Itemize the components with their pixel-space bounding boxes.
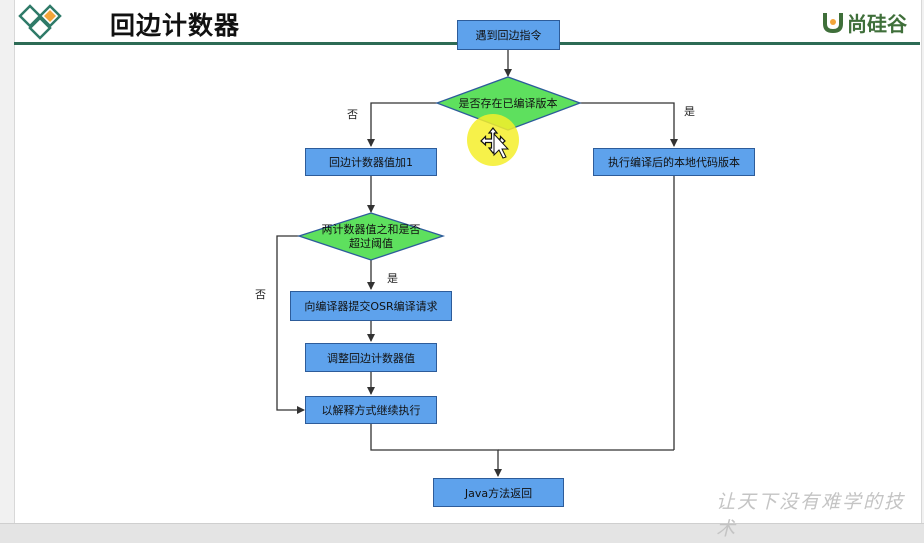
arrow-no-to-increment (367, 102, 437, 147)
decision-compiled-text: 是否存在已编译版本 (459, 96, 558, 110)
start-box: 遇到回边指令 (457, 20, 560, 50)
branch-label-yes-2: 是 (387, 272, 398, 285)
branch-label-yes-1: 是 (684, 105, 695, 118)
arrow-interpret-to-return (370, 424, 502, 477)
watermark-slogan: 让天下没有难学的技术 (716, 491, 906, 540)
decision-threshold-text-2: 超过阈值 (349, 236, 393, 250)
logo-icon (18, 4, 62, 40)
brand-name: 尚硅谷 (847, 11, 907, 36)
decision-threshold (296, 212, 446, 261)
execute-native-box: 执行编译后的本地代码版本 (593, 148, 755, 176)
brand-u-icon (823, 13, 843, 34)
status-bar (0, 523, 924, 543)
branch-label-no-2: 否 (255, 288, 266, 301)
interpret-box: 以解释方式继续执行 (305, 396, 437, 424)
decision-threshold-text-1: 两计数器值之和是否 (322, 222, 421, 236)
submit-osr-box: 向编译器提交OSR编译请求 (290, 291, 452, 321)
branch-label-no-1: 否 (347, 108, 358, 121)
slide-canvas (14, 0, 922, 523)
arrow-yes-to-native (580, 102, 678, 147)
adjust-counter-box: 调整回边计数器值 (305, 343, 437, 372)
java-return-box: Java方法返回 (433, 478, 564, 507)
page-title: 回边计数器 (110, 11, 241, 40)
arrow-threshold-no-to-interpret (276, 235, 305, 414)
move-cursor-icon (480, 127, 506, 154)
arrow-cursor-icon (493, 132, 510, 159)
increment-counter-box: 回边计数器值加1 (305, 148, 437, 176)
brand-logo: 尚硅谷 (822, 8, 907, 36)
